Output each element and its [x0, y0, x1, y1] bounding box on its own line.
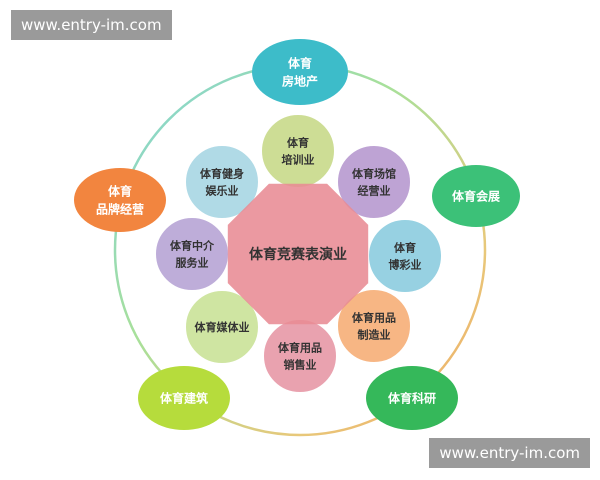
outer-node-shape — [138, 366, 230, 430]
outer-node-label-line: 体育建筑 — [160, 390, 208, 405]
outer-node-shape — [432, 165, 520, 227]
outer-node-construction: 体育建筑 — [138, 366, 230, 430]
outer-node-label-line: 体育 — [108, 183, 132, 198]
petal-shape — [260, 113, 336, 189]
outer-node-label-line: 体育 — [288, 55, 312, 70]
petal-shape — [367, 218, 443, 294]
outer-node-shape — [252, 39, 348, 105]
petal-label-line: 体育场馆 — [352, 166, 396, 180]
watermark-top: www.entry-im.com — [11, 10, 172, 40]
petal-label-line: 培训业 — [282, 152, 315, 166]
petal-label-line: 经营业 — [358, 183, 391, 197]
petal-label-line: 体育用品 — [278, 340, 322, 354]
outer-node-label-line: 品牌经营 — [96, 201, 144, 216]
petal-shape — [184, 144, 260, 220]
petal-label-line: 制造业 — [358, 327, 391, 341]
petal-label-line: 体育中介 — [170, 238, 215, 252]
petal-label-line: 娱乐业 — [206, 183, 239, 197]
petal-label-line: 体育用品 — [352, 310, 396, 324]
petal-label-line: 销售业 — [284, 357, 317, 371]
outer-node-shape — [366, 366, 458, 430]
outer-node-shape — [74, 168, 166, 232]
inner-petals: 体育培训业体育场馆经营业体育博彩业体育用品制造业体育用品销售业体育媒体业体育中介… — [154, 113, 443, 394]
petal-media: 体育媒体业 — [184, 289, 260, 365]
petal-shape — [262, 318, 338, 394]
center-node: 体育竞赛表演业 — [227, 183, 369, 325]
petal-label-line: 体育健身 — [200, 166, 244, 180]
petal-label-line: 博彩业 — [389, 257, 422, 271]
center-label: 体育竞赛表演业 — [249, 246, 347, 263]
petal-shape — [184, 289, 260, 365]
petal-shape — [336, 144, 412, 220]
petal-shape — [336, 288, 412, 364]
petal-shape — [154, 216, 230, 292]
petal-label-line: 体育 — [287, 135, 309, 149]
petal-label-line: 服务业 — [176, 255, 209, 269]
watermark-bottom: www.entry-im.com — [429, 438, 590, 468]
outer-node-label-line: 体育科研 — [388, 390, 436, 405]
outer-node-label-line: 房地产 — [282, 73, 318, 88]
center-octagon — [227, 183, 369, 325]
petal-label-line: 体育 — [394, 240, 416, 254]
outer-node-label-line: 体育会展 — [452, 188, 500, 203]
petal-label-line: 体育媒体业 — [195, 320, 250, 334]
outer-node-exhibition: 体育会展 — [432, 165, 520, 227]
outer-node-research: 体育科研 — [366, 366, 458, 430]
